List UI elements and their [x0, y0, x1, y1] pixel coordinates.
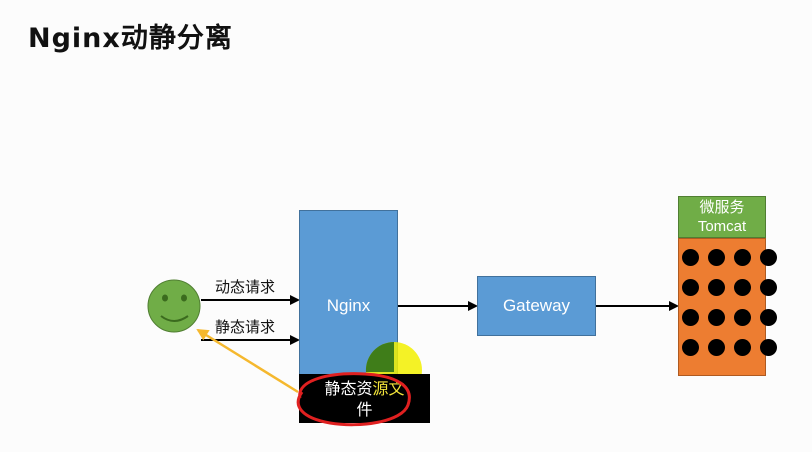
instance-dot: [682, 249, 699, 266]
instance-dot: [760, 309, 777, 326]
gateway-label: Gateway: [502, 296, 571, 315]
page-title: Nginx动静分离: [28, 23, 233, 54]
smiley-face-icon: [147, 279, 201, 333]
instance-dot: [708, 339, 725, 356]
instance-dot: [734, 249, 751, 266]
instance-dot: [734, 279, 751, 296]
nginx-label: Nginx: [326, 295, 371, 315]
static-resources-text-b: 源文: [372, 378, 405, 398]
dynamic-request-label: 动态请求: [215, 278, 276, 296]
instance-dot: [760, 339, 777, 356]
instance-dot: [708, 249, 725, 266]
static-resources-node: 静态资源文 件: [299, 374, 430, 423]
instance-dot: [760, 249, 777, 266]
instance-dot: [682, 309, 699, 326]
instance-dot: [708, 279, 725, 296]
static-resources-line1: 静态资源文: [324, 378, 404, 399]
static-resources-line2: 件: [356, 399, 373, 419]
instance-dot: [734, 339, 751, 356]
microservice-header: 微服务 Tomcat: [678, 196, 766, 238]
static-resources-text-a: 静态资: [324, 378, 373, 398]
tomcat-label: Tomcat: [697, 218, 747, 235]
tomcat-instance-grid: [682, 249, 777, 356]
annotation-return-arrow: [196, 328, 299, 394]
instance-dot: [682, 339, 699, 356]
gateway-node: Gateway: [477, 276, 596, 336]
instance-dot: [760, 279, 777, 296]
instance-dot: [734, 309, 751, 326]
instance-dot: [682, 279, 699, 296]
static-request-label: 静态请求: [215, 318, 276, 336]
microservice-label: 微服务: [699, 198, 745, 216]
instance-dot: [708, 309, 725, 326]
